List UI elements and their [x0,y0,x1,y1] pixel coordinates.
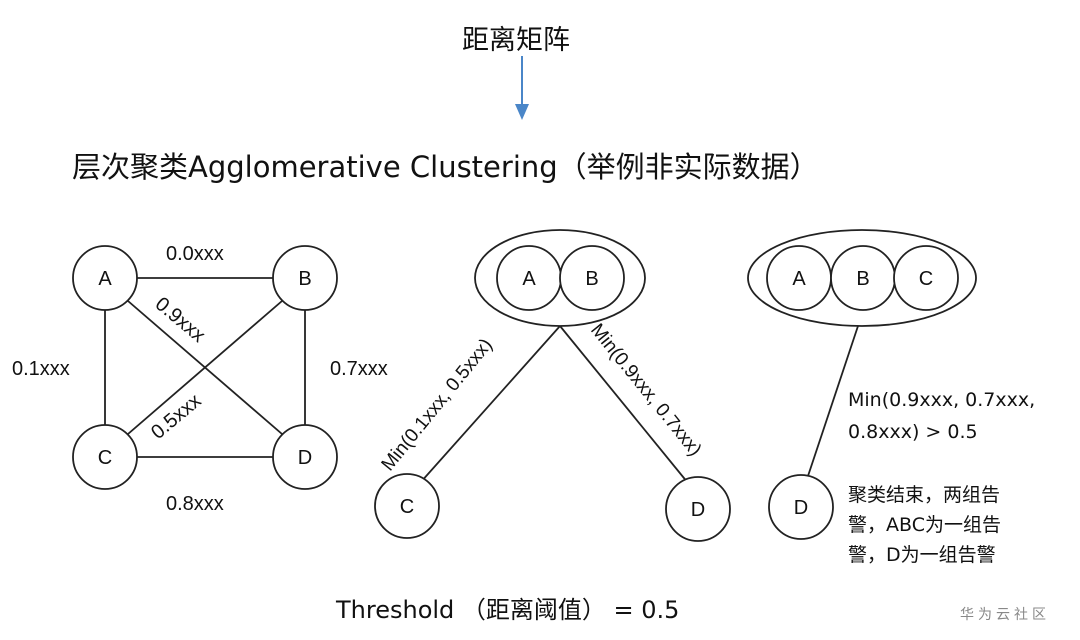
step1-node-d-label: D [691,499,705,521]
step1-node-c-label: C [400,496,414,518]
step1-right-edge-label: Min(0.9xxx, 0.7xxx) [586,320,705,460]
node-c [72,424,138,490]
node-b [272,245,338,311]
edge-label-bd: 0.7xxx [330,358,388,380]
edge-label-ac: 0.1xxx [12,358,70,380]
watermark: 华为云社区 [960,607,1050,623]
edge-label-cd: 0.8xxx [166,493,224,515]
cluster-abc-label-c: C [919,268,933,290]
edge-label-ad: 0.9xxx [151,293,209,347]
threshold-label: Threshold （距离阈值） = 0.5 [336,596,680,624]
step2-node-d-label: D [794,497,808,519]
edge-b-c [127,300,283,435]
stop-condition-text: Min(0.9xxx, 0.7xxx, 0.8xxx) > 0.5 [848,389,1036,443]
edge-ab-d [559,325,689,484]
edge-abc-d [807,325,859,477]
step2-node-d [768,474,834,540]
cluster-abc-label-b: B [856,268,869,290]
cluster-ab-node-b [559,245,625,311]
node-b-label: B [298,268,311,290]
cluster-abc-label-a: A [792,268,806,290]
node-a-label: A [98,268,112,290]
node-c-label: C [98,447,112,469]
node-d [272,424,338,490]
node-d-label: D [298,447,312,469]
main-title: 层次聚类Agglomerative Clustering（举例非实际数据） [72,150,819,184]
node-a [72,245,138,311]
step1-node-d [665,476,731,542]
step1-left-edge-label: Min(0.1xxx, 0.5xxx) [378,335,497,475]
cluster-ab-label-a: A [522,268,536,290]
edge-label-bc: 0.5xxx [147,390,205,444]
cluster-ab-label-b: B [585,268,598,290]
step1-node-c [374,473,440,539]
cluster-abc-node-c [893,245,959,311]
edge-ab-c [419,325,561,484]
header-title: 距离矩阵 [462,25,570,56]
edge-label-ab: 0.0xxx [166,243,224,265]
down-arrow [515,56,529,120]
conclusion-text: 聚类结束，两组告 警，ABC为一组告 警，D为一组告警 [848,484,1001,566]
